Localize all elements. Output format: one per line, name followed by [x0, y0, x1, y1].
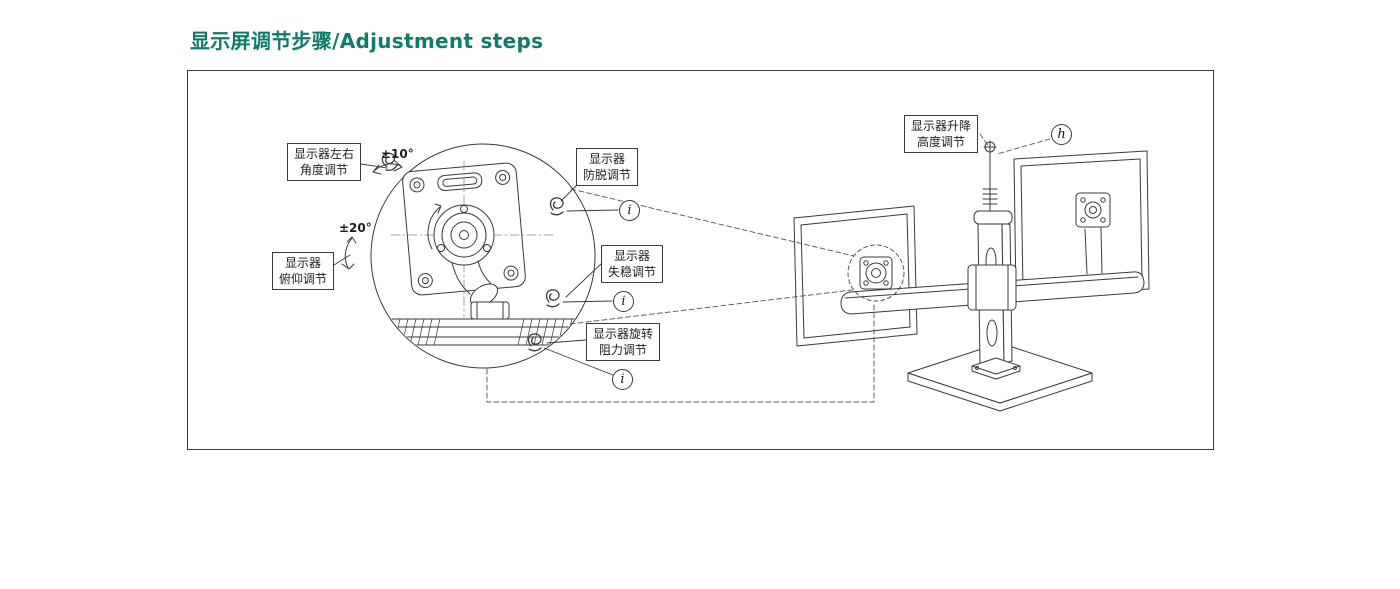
pivot-hub	[427, 203, 495, 266]
marker-h: h	[1051, 124, 1072, 145]
angle-20-annotation: ±20°	[339, 221, 372, 235]
rail-bar	[372, 318, 594, 346]
label-anti-drop: 显示器 防脱调节	[576, 148, 639, 187]
diagram-frame: 显示器左右 角度调节 显示器 防脱调节 显示器 俯仰调节 显示器 失稳调节 显示…	[187, 70, 1214, 450]
marker-i-1: i	[619, 200, 640, 221]
label-tilt: 显示器 俯仰调节	[272, 252, 335, 291]
pole-bracket	[967, 264, 1017, 311]
label-lr-angle: 显示器左右 角度调节	[287, 143, 362, 182]
mount-right	[1075, 192, 1111, 275]
support-arm	[451, 260, 510, 320]
page-title: 显示屏调节步骤/Adjustment steps	[190, 29, 544, 53]
label-rotation: 显示器旋转 阻力调节	[586, 323, 661, 362]
pole-foot	[971, 357, 1021, 380]
monitor-left	[793, 205, 918, 347]
angle-10-annotation: ±10°	[381, 147, 414, 161]
adjust-arrows	[341, 160, 403, 270]
label-instability: 显示器 失稳调节	[601, 245, 664, 284]
callout-dashed	[486, 133, 1051, 403]
magnifier-circle	[370, 143, 596, 369]
marker-i-3: i	[612, 369, 633, 390]
height-screw	[982, 140, 998, 212]
marker-i-2: i	[613, 291, 634, 312]
mount-left	[847, 244, 905, 302]
label-height: 显示器升降 高度调节	[904, 115, 979, 154]
clamp-icon-stability	[545, 289, 560, 308]
diagram-artwork	[333, 133, 1150, 412]
center-lines	[390, 160, 557, 318]
